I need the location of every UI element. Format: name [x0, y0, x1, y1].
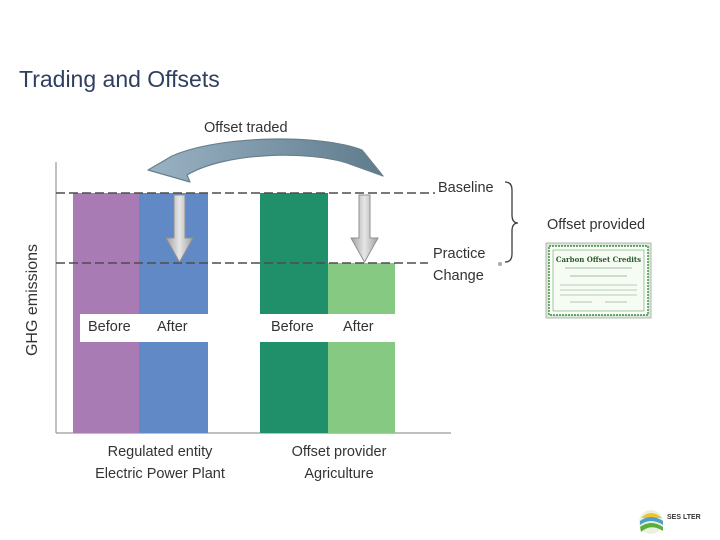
- carbon-offset-certificate: [545, 242, 652, 319]
- agriculture-label: Agriculture: [304, 466, 374, 482]
- electric-power-plant-label: Electric Power Plant: [95, 466, 225, 482]
- baseline-label: Baseline: [438, 180, 494, 196]
- offset-traded-arrow: [147, 138, 384, 183]
- bar-provider-after: [328, 263, 395, 433]
- logo-name: SES LTER: [667, 514, 701, 521]
- offset-traded-label: Offset traded: [204, 120, 288, 136]
- y-axis-label: GHG emissions: [24, 243, 41, 357]
- bar-label-regulated-before: Before: [88, 319, 131, 335]
- bar-label-provider-before: Before: [271, 319, 314, 335]
- bar-label-regulated-after: After: [157, 319, 188, 335]
- bar-label-provider-after: After: [343, 319, 374, 335]
- offset-provider-label: Offset provider: [291, 444, 387, 460]
- bar-provider-before: [260, 193, 328, 433]
- slide-title: Trading and Offsets: [19, 66, 220, 92]
- offset-provided-label: Offset provided: [547, 217, 646, 233]
- practice-change-label-line1: Practice: [433, 246, 486, 262]
- down-arrow-regulated: [165, 194, 194, 264]
- regulated-entity-label: Regulated entity: [107, 444, 213, 460]
- ses-lter-logo-icon: [639, 510, 663, 534]
- bar-regulated-before: [73, 193, 139, 433]
- brace-dot: [498, 262, 502, 266]
- down-arrow-provider: [350, 194, 379, 264]
- practice-change-label-line2: Change: [433, 268, 484, 284]
- certificate-title: Carbon Offset Credits: [555, 255, 642, 264]
- offset-brace: [504, 181, 519, 263]
- bar-label-strip: [80, 314, 396, 342]
